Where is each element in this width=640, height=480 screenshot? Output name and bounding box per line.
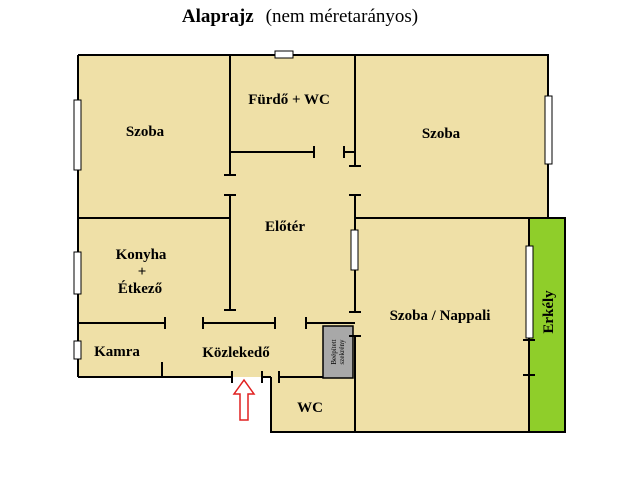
plan-title: Alaprajz (nem méretarányos)	[182, 6, 418, 27]
windows	[73, 50, 553, 360]
wardrobe-label-2: szekrény	[338, 339, 346, 364]
room-label-szoba-2: Szoba	[422, 126, 461, 142]
balcony	[529, 218, 565, 432]
wardrobe-label-1: Beépített	[330, 339, 338, 364]
window-kamra	[73, 340, 82, 360]
room-label-furdo: Fürdő + WC	[248, 92, 330, 108]
window-nappali	[525, 245, 534, 339]
title-sub: (nem méretarányos)	[266, 6, 418, 27]
room-label-konyha-1: Konyha	[116, 247, 167, 263]
room-label-szoba-1: Szoba	[126, 124, 165, 140]
window-szoba-right	[544, 95, 553, 165]
window-bathroom	[274, 50, 294, 59]
outer-wall-bottom-right	[270, 377, 529, 433]
room-label-konyha-3: Étkező	[118, 280, 163, 297]
balcony-outline	[529, 217, 566, 433]
room-label-wc: WC	[297, 400, 323, 416]
room-label-erkely: Erkély	[541, 290, 557, 334]
room-labels: Szoba Fürdő + WC Szoba Előtér Konyha + É…	[94, 92, 557, 416]
room-label-kamra: Kamra	[94, 344, 140, 360]
room-label-konyha-2: +	[138, 264, 147, 280]
window-konyha	[73, 251, 82, 295]
title-main: Alaprajz	[182, 6, 254, 27]
room-label-szoba-nappali: Szoba / Nappali	[390, 308, 491, 324]
room-label-kozlekedo: Közlekedő	[202, 345, 270, 361]
room-label-eloter: Előtér	[265, 219, 305, 235]
floor-fill	[78, 55, 565, 432]
window-eloter	[350, 229, 359, 271]
lower-floor	[271, 377, 529, 432]
door-markers	[164, 146, 535, 383]
entrance-arrow-icon	[232, 378, 256, 421]
window-szoba-left	[73, 99, 82, 171]
built-in-wardrobe	[322, 325, 354, 379]
